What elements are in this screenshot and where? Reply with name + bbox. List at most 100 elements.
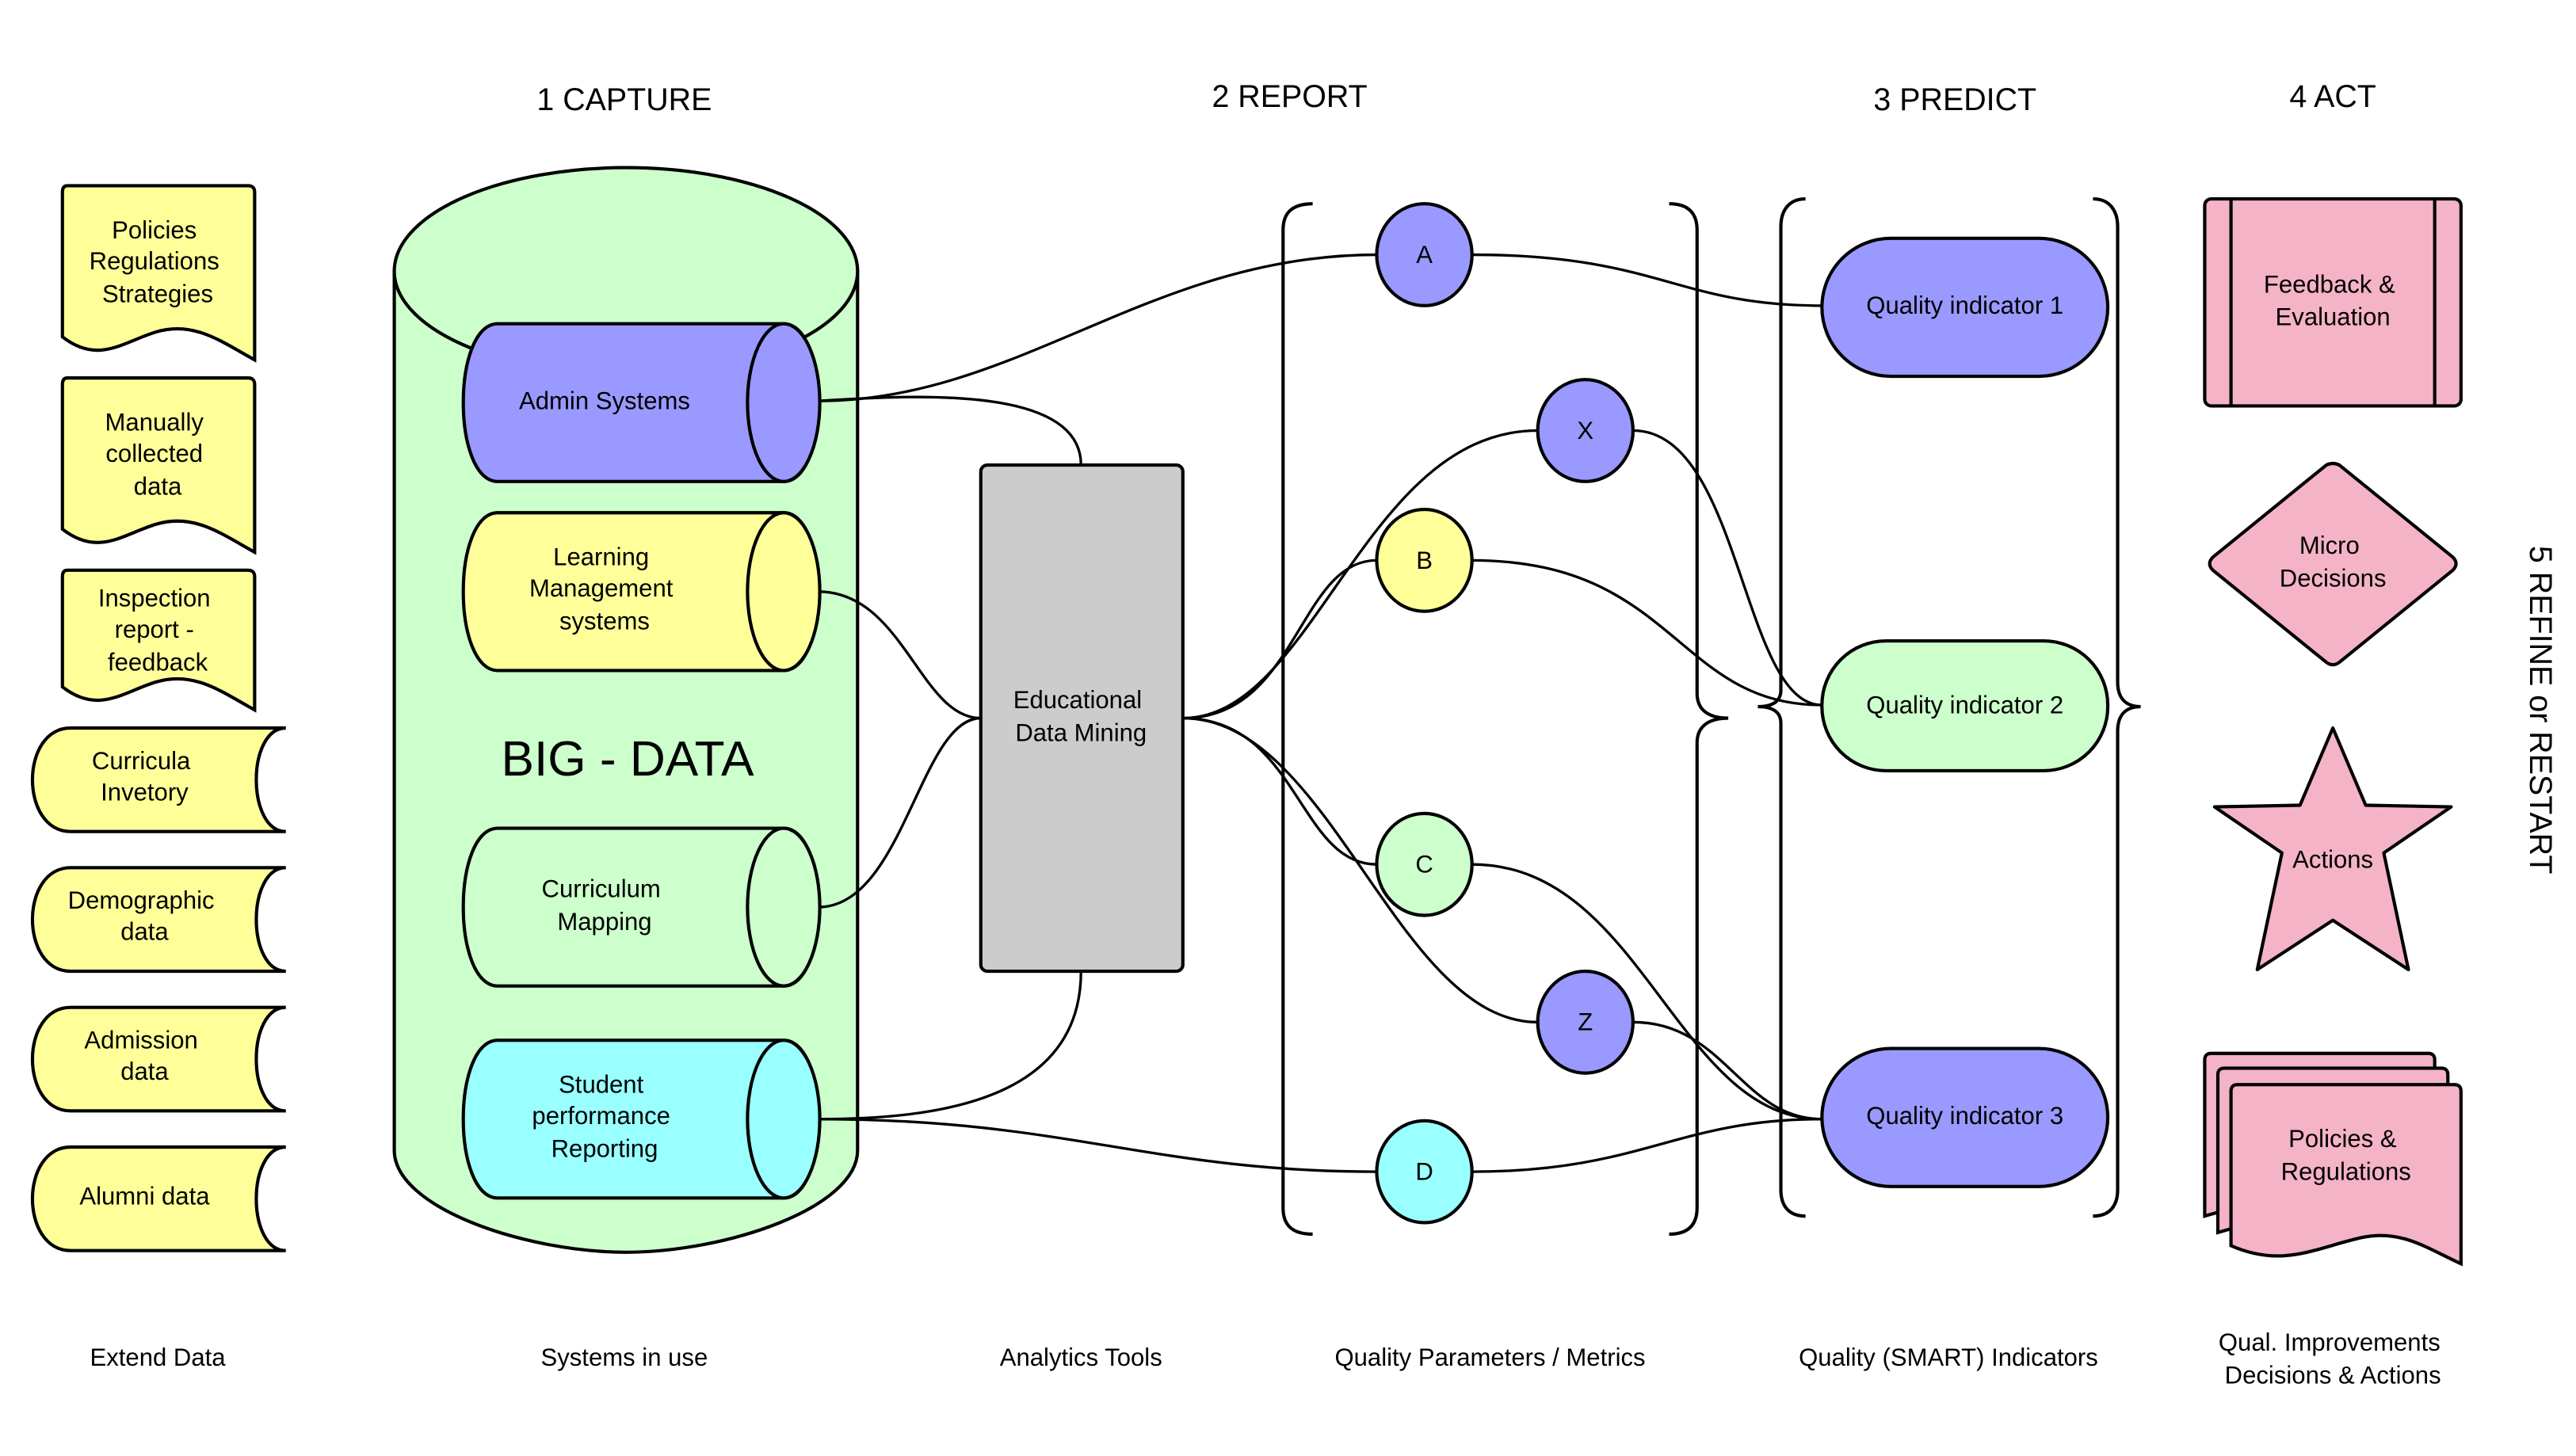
quality-indicator-1[interactable]: Quality indicator 1: [1820, 236, 2110, 379]
connector-edm-to-x: [1182, 429, 1538, 720]
quality-indicator-label: Quality indicator 1: [1866, 292, 2063, 319]
system-curriculum-mapping[interactable]: Curriculum Mapping: [461, 826, 822, 988]
metric-node-x[interactable]: X: [1536, 378, 1635, 483]
policies-regulations-documents[interactable]: Policies & Regulations: [2203, 1051, 2463, 1267]
system-learning-management[interactable]: Learning Management systems: [461, 511, 822, 673]
actions-label: Actions: [2292, 845, 2373, 873]
metric-node-label: X: [1577, 417, 1593, 444]
stage-capture-header: 1 CAPTURE: [536, 82, 712, 117]
system-student-performance-reporting[interactable]: Student performance Reporting: [461, 1039, 822, 1200]
metrics-brackets: [1281, 202, 1729, 1237]
stored-data-alumni[interactable]: Alumni data: [31, 1145, 286, 1252]
document-label: Manually collected data: [105, 409, 211, 501]
document-shape: [60, 568, 257, 713]
connector-c-to-qi3: [1471, 863, 1822, 1121]
connector-edm-to-b: [1182, 558, 1377, 720]
footer-smart-indicators: Quality (SMART) Indicators: [1799, 1344, 2098, 1371]
educational-data-mining-box[interactable]: Educational Data Mining: [979, 463, 1185, 974]
connector-z-to-qi3: [1632, 1020, 1822, 1121]
stored-data-demographic[interactable]: Demographic data: [31, 866, 286, 974]
footer-analytics-tools: Analytics Tools: [1000, 1344, 1162, 1371]
edm-label: Educational Data Mining: [1013, 686, 1149, 746]
quality-indicator-shape: [1820, 236, 2110, 379]
connector-edm-to-c: [1182, 716, 1377, 866]
document-shape: [60, 376, 257, 555]
metric-node-label: D: [1415, 1157, 1433, 1185]
stored-data-label: Admission data: [84, 1027, 204, 1085]
stored-data-shape: [31, 866, 286, 974]
metrics-left-bracket: [1281, 202, 1313, 1237]
stage-report-header: 2 REPORT: [1212, 79, 1367, 114]
stored-data-curricula-inventory[interactable]: Curricula Invetory: [31, 726, 286, 833]
metric-node-shape: [1375, 202, 1474, 307]
document-policies-regulations-strategies[interactable]: Policies Regulations Strategies: [60, 184, 257, 363]
metric-node-label: B: [1416, 547, 1433, 574]
metrics-right-brace: [1669, 202, 1729, 1237]
stored-data-label: Alumni data: [79, 1183, 210, 1210]
connector-admin-to-a: [818, 253, 1377, 402]
metric-node-c[interactable]: C: [1375, 811, 1474, 917]
connector-curriculum-to-edm: [818, 716, 981, 909]
connector-admin-to-edm: [818, 395, 1082, 466]
feedback-evaluation-label: Feedback & Evaluation: [2264, 270, 2402, 330]
quality-indicator-2[interactable]: Quality indicator 2: [1820, 638, 2110, 773]
quality-indicator-3[interactable]: Quality indicator 3: [1820, 1046, 2110, 1188]
stored-data-shape: [31, 1145, 286, 1252]
quality-indicator-shape: [1820, 638, 2110, 773]
system-cylinder-end: [746, 322, 822, 483]
connector-edm-to-z: [1182, 716, 1538, 1023]
system-cylinder-end: [746, 826, 822, 988]
metric-node-shape: [1375, 1119, 1474, 1225]
quality-indicator-label: Quality indicator 2: [1866, 691, 2063, 718]
connector-student-to-edm: [818, 971, 1082, 1121]
metric-node-label: A: [1416, 241, 1433, 269]
system-cylinder-end: [746, 511, 822, 673]
footer-quality-parameters: Quality Parameters / Metrics: [1334, 1344, 1645, 1371]
metric-node-z[interactable]: Z: [1536, 969, 1635, 1075]
system-label: Curriculum Mapping: [542, 875, 668, 936]
document-label: Inspection report - feedback: [98, 584, 217, 676]
stored-data-shape: [31, 726, 286, 833]
metric-node-shape: [1536, 378, 1635, 483]
metric-node-label: Z: [1578, 1008, 1593, 1036]
connector-b-to-qi2: [1471, 558, 1822, 707]
metric-node-label: C: [1415, 851, 1433, 879]
big-data-title: BIG - DATA: [502, 732, 755, 787]
micro-decisions-label: Micro Decisions: [2280, 532, 2387, 592]
metric-node-shape: [1536, 969, 1635, 1075]
connector-x-to-qi2: [1632, 429, 1822, 707]
connector-d-to-qi3: [1471, 1118, 1822, 1173]
micro-decisions-diamond[interactable]: Micro Decisions: [2208, 461, 2458, 667]
policies-regulations-label: Policies & Regulations: [2281, 1125, 2411, 1185]
edm-rect: [979, 463, 1185, 974]
metric-node-a[interactable]: A: [1375, 202, 1474, 307]
stage-refine-header: 5 REFINE or RESTART: [2523, 546, 2558, 875]
indicators-left-brace: [1757, 196, 1806, 1218]
metric-node-d[interactable]: D: [1375, 1119, 1474, 1225]
metric-node-b[interactable]: B: [1375, 508, 1474, 613]
system-label: Learning Management systems: [529, 543, 680, 635]
metric-node-shape: [1375, 811, 1474, 917]
star-icon: [2212, 726, 2453, 972]
footer-extend-data: Extend Data: [90, 1344, 227, 1371]
actions-star[interactable]: Actions: [2212, 726, 2453, 972]
system-admin-systems[interactable]: Admin Systems: [461, 322, 822, 483]
connectors: [818, 253, 1822, 1173]
stored-data-label: Demographic data: [68, 886, 222, 945]
footer-systems-in-use: Systems in use: [540, 1344, 708, 1371]
document-inspection-report-feedback[interactable]: Inspection report - feedback: [60, 568, 257, 713]
decision-diamond-shape: [2208, 461, 2458, 667]
document-shape: [60, 184, 257, 363]
stored-data-shape: [31, 1005, 286, 1113]
connector-lms-to-edm: [818, 590, 981, 720]
system-cylinder-end: [746, 1039, 822, 1200]
feedback-evaluation-process[interactable]: Feedback & Evaluation: [2203, 196, 2463, 408]
stored-data-admission[interactable]: Admission data: [31, 1005, 286, 1113]
stage-predict-header: 3 PREDICT: [1873, 82, 2036, 117]
document-manually-collected-data[interactable]: Manually collected data: [60, 376, 257, 555]
quality-indicator-shape: [1820, 1046, 2110, 1188]
connector-a-to-qi1: [1471, 253, 1822, 307]
indicators-right-brace: [2093, 196, 2141, 1218]
stored-data-label: Curricula Invetory: [92, 747, 197, 806]
